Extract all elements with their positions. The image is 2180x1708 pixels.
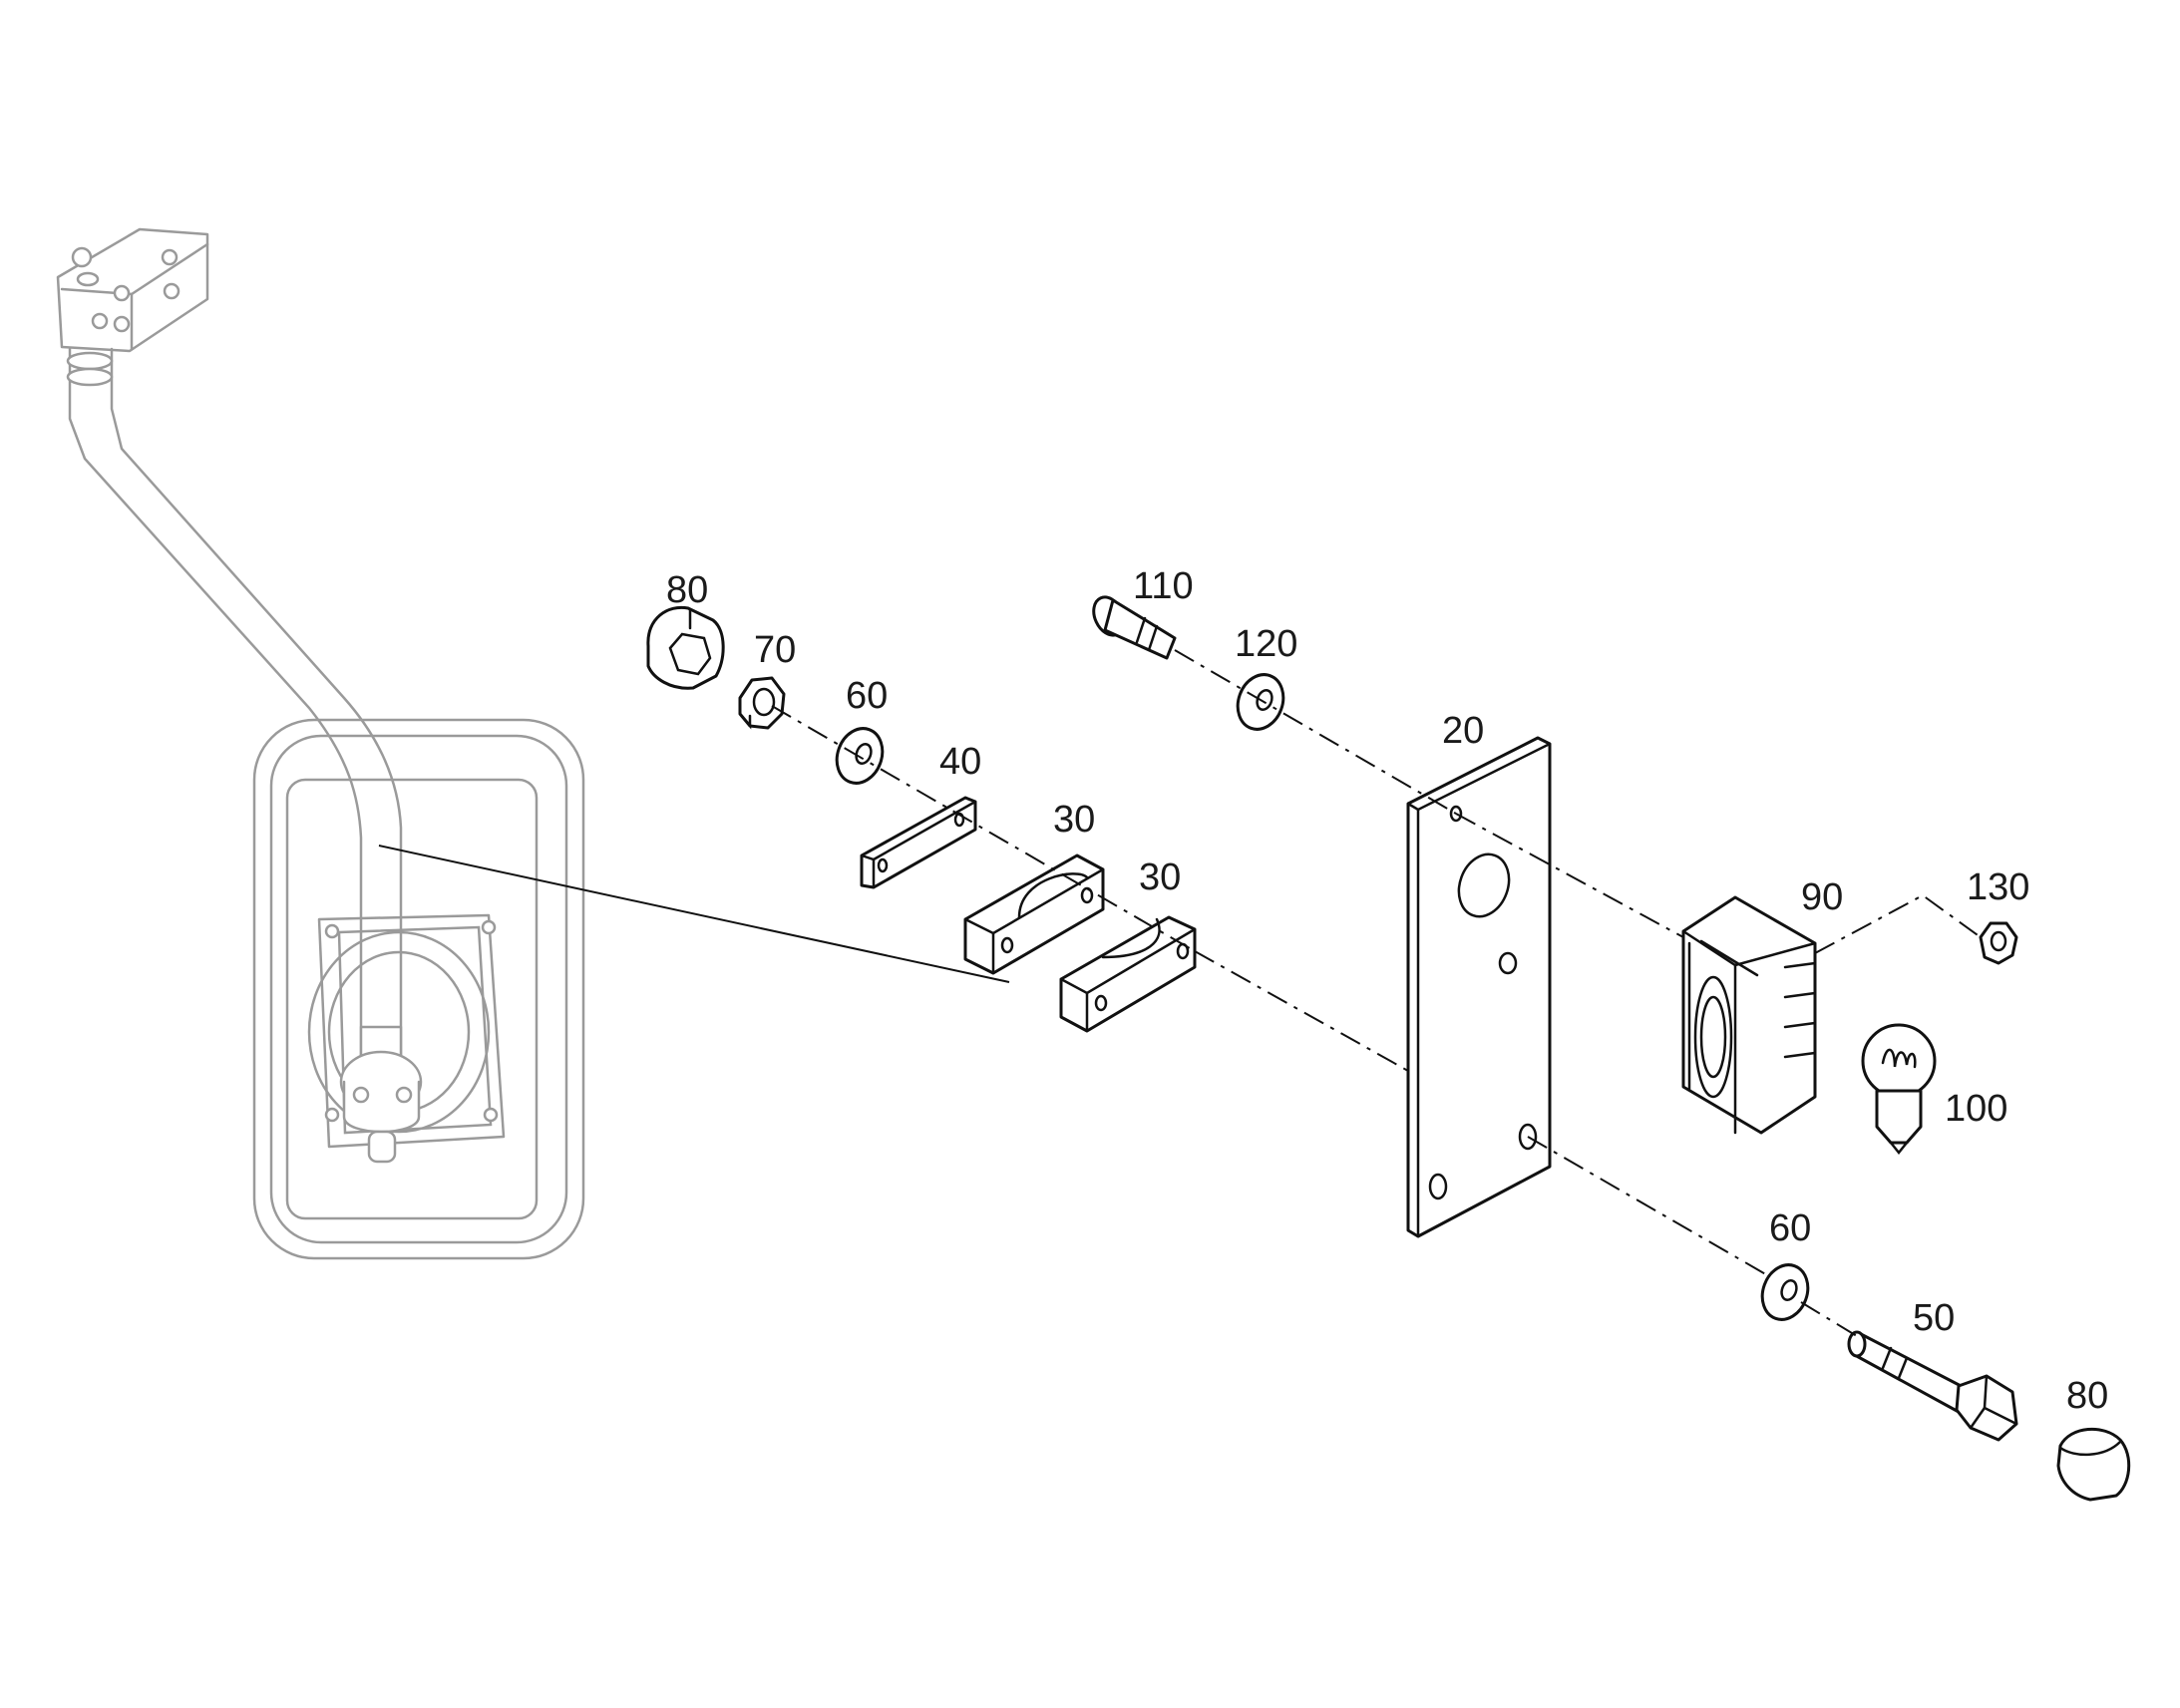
- callout-30-upper: 30: [1053, 799, 1095, 841]
- callout-labels: 20 30 30 40 50 60 60 70 80 80 90 100 110…: [666, 565, 2108, 1417]
- mounting-plate-part: [1406, 736, 1552, 1238]
- washer-lower-part: [1760, 1263, 1810, 1321]
- bulb-part: [1861, 1023, 1937, 1156]
- mirror-mount-bracket: [56, 227, 209, 353]
- leader-line: [378, 845, 1010, 983]
- callout-90: 90: [1801, 876, 1843, 918]
- assembly-axes: [771, 649, 1982, 1337]
- clamp-half-upper: [963, 854, 1105, 975]
- callout-40: 40: [939, 741, 981, 783]
- callout-30-lower: 30: [1139, 856, 1181, 898]
- callout-60-lower: 60: [1769, 1207, 1811, 1249]
- hex-bolt-part: [1847, 1330, 2018, 1442]
- callout-110: 110: [1133, 565, 1194, 607]
- callout-70: 70: [754, 629, 796, 671]
- callout-80-upper: 80: [666, 569, 708, 611]
- small-nut-part: [1979, 921, 2018, 965]
- bolt-upper-part: [1092, 595, 1177, 660]
- cap-nut-part: [646, 605, 725, 690]
- callout-100: 100: [1945, 1088, 2007, 1130]
- hex-nut-part: [738, 676, 786, 730]
- lamp-housing-part: [1681, 895, 1817, 1135]
- callout-20: 20: [1442, 710, 1484, 752]
- callout-80-lower: 80: [2066, 1375, 2108, 1417]
- callout-60-upper: 60: [846, 675, 888, 717]
- mirror-assembly: [56, 227, 585, 1260]
- clamp-half-lower: [1059, 915, 1197, 1033]
- callout-120: 120: [1235, 623, 1297, 665]
- flat-bar-part: [860, 796, 977, 889]
- washer-upper-part: [1236, 673, 1285, 731]
- callout-130: 130: [1967, 866, 2029, 908]
- callout-50: 50: [1913, 1297, 1955, 1339]
- cap-nut-lower-part: [2056, 1427, 2131, 1502]
